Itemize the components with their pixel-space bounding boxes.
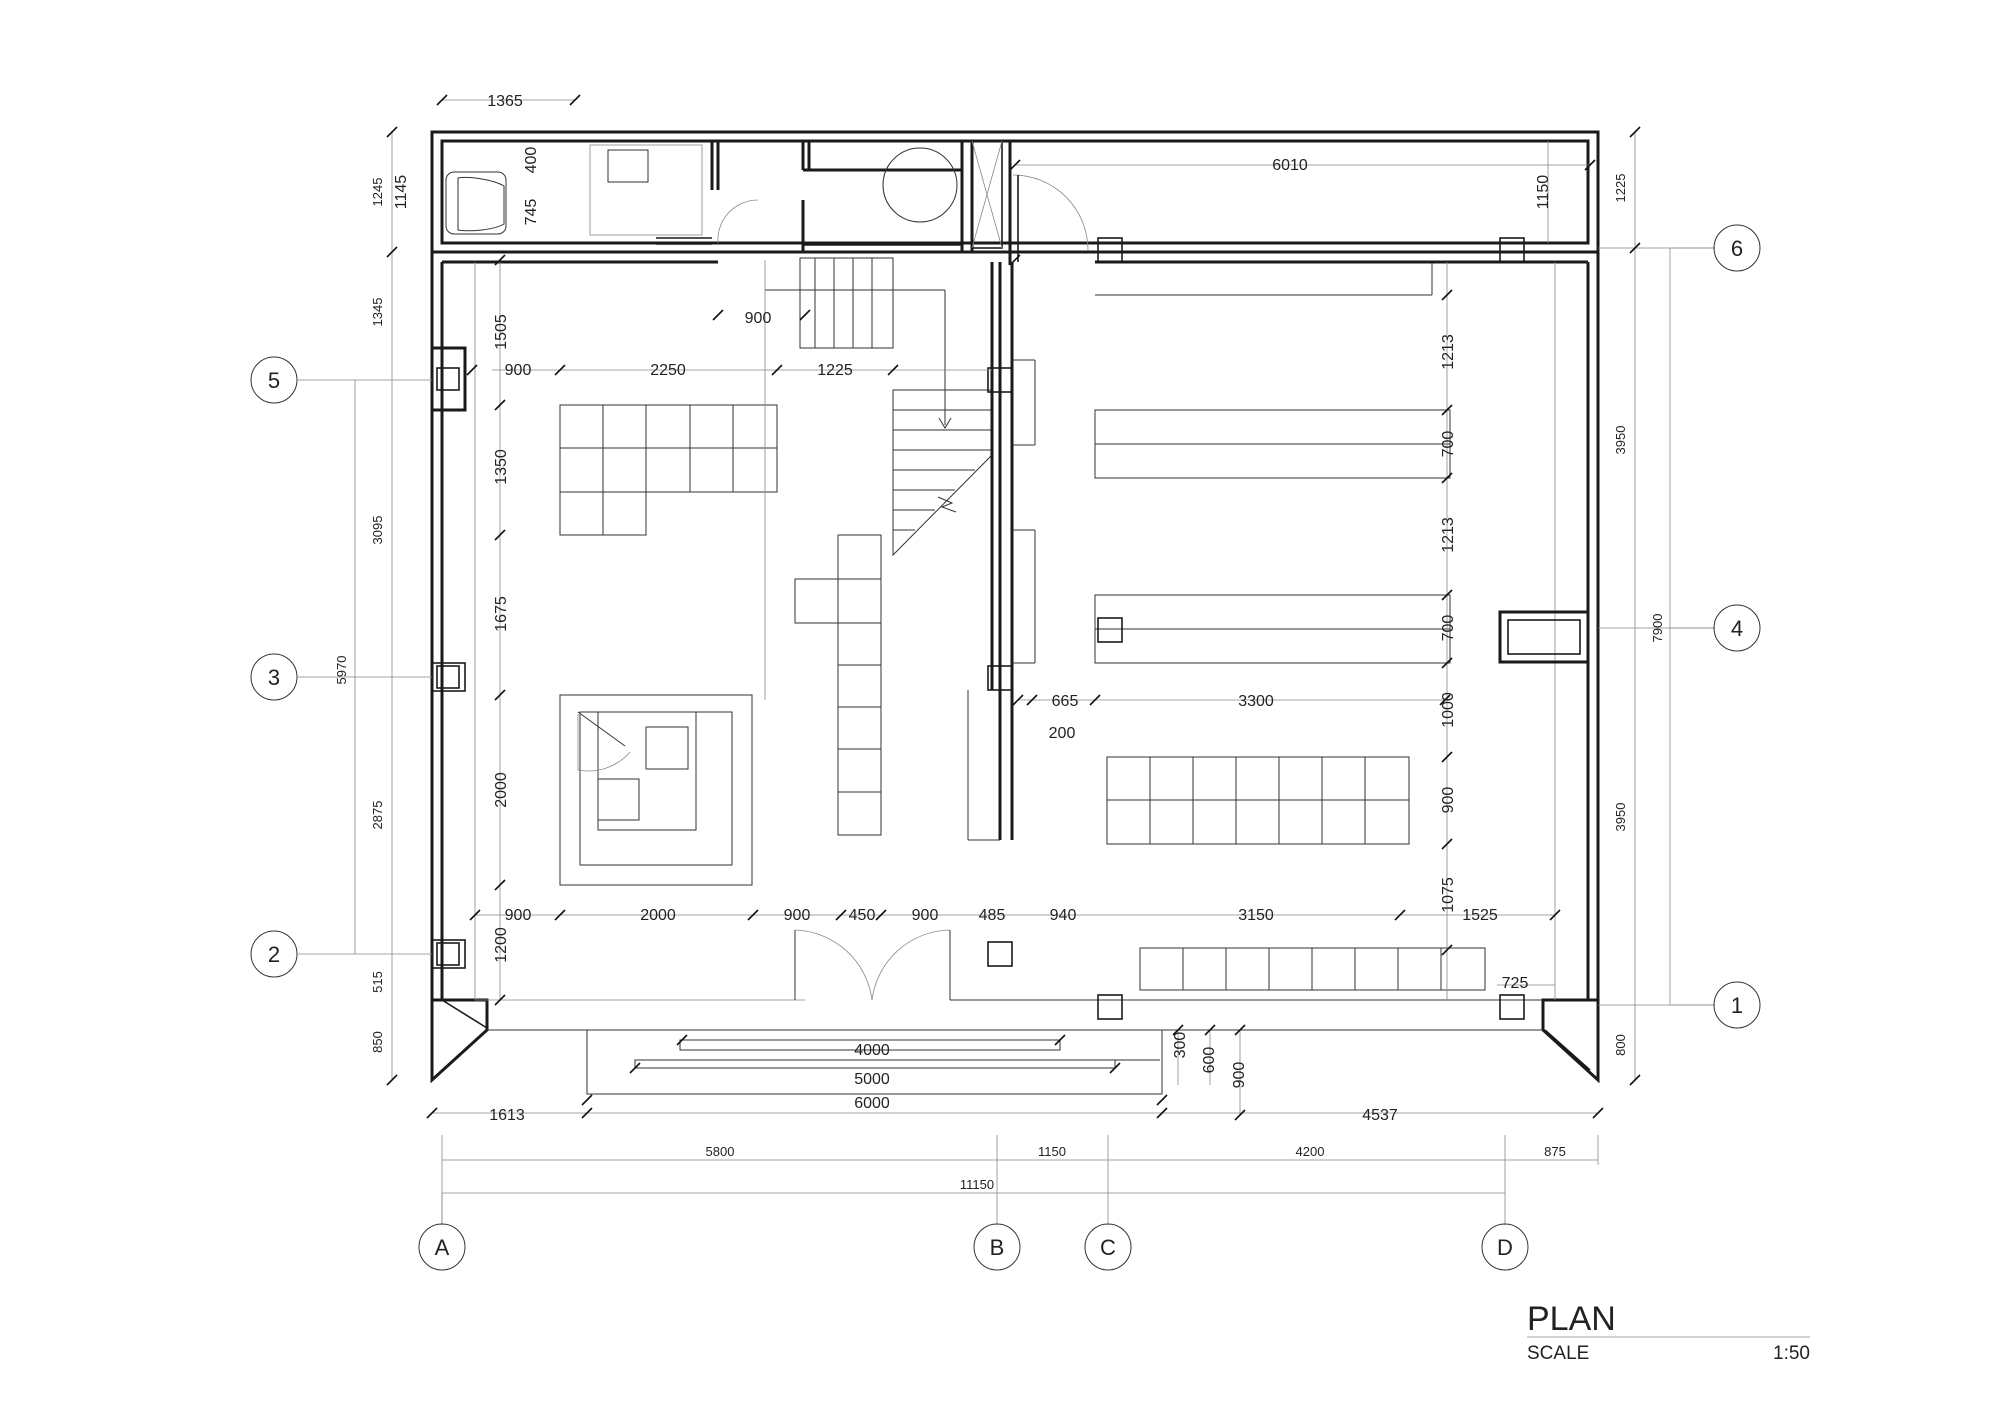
grid-label-6: 6 <box>1731 236 1743 261</box>
dim-label: 2000 <box>640 907 676 924</box>
entrance <box>487 929 1543 1095</box>
dim-label: 700 <box>1440 615 1457 642</box>
dimension-lines <box>354 99 1715 1225</box>
dim-label: 1213 <box>1440 517 1457 553</box>
dim-label: 3950 <box>1613 803 1628 832</box>
dim-label: 1075 <box>1440 877 1457 913</box>
dimension-labels: 1365 1245 1145 1345 3095 5970 2875 515 8… <box>334 93 1665 1192</box>
dim-label: 450 <box>849 907 876 924</box>
dim-label: 5000 <box>854 1071 890 1088</box>
dim-label: 1150 <box>1038 1144 1066 1159</box>
grid-label-1: 1 <box>1731 993 1743 1018</box>
dim-label: 1225 <box>817 362 853 379</box>
dim-label: 1225 <box>1613 174 1628 203</box>
dim-label: 1525 <box>1462 907 1498 924</box>
dim-label: 900 <box>912 907 939 924</box>
dim-label: 900 <box>745 310 772 327</box>
dim-label: 850 <box>370 1031 385 1053</box>
dim-label: 5970 <box>334 656 349 685</box>
grid-label-a: A <box>435 1235 450 1260</box>
dim-label: 1145 <box>393 175 410 210</box>
left-display-units <box>474 262 1036 1001</box>
dim-label: 900 <box>505 907 532 924</box>
dimension-ticks <box>386 94 1641 1121</box>
dim-label: 4000 <box>854 1042 890 1059</box>
dim-label: 725 <box>1502 975 1529 992</box>
dim-label: 1213 <box>1440 334 1457 370</box>
dim-label: 665 <box>1052 693 1079 710</box>
dim-label: 5800 <box>706 1144 735 1159</box>
dim-label: 900 <box>784 907 811 924</box>
dim-label: 1245 <box>370 178 385 207</box>
grid-label-b: B <box>990 1235 1005 1260</box>
grid-label-5: 5 <box>268 368 280 393</box>
dim-label: 485 <box>979 907 1006 924</box>
dim-label: 2875 <box>370 801 385 830</box>
dim-label: 1350 <box>493 449 510 485</box>
dim-label: 700 <box>1440 431 1457 458</box>
title-block: PLAN SCALE 1:50 <box>1527 1300 1810 1364</box>
dim-label: 200 <box>1049 725 1076 742</box>
plan-title: PLAN <box>1527 1300 1616 1338</box>
dim-label: 2000 <box>493 772 510 808</box>
dim-label: 900 <box>1231 1062 1248 1089</box>
staircase <box>765 257 1014 840</box>
dim-label: 1200 <box>493 927 510 963</box>
right-display-units <box>1094 262 1590 1000</box>
outer-walls <box>430 130 1600 1084</box>
dim-label: 4200 <box>1296 1144 1325 1159</box>
dim-label: 1505 <box>493 314 510 350</box>
dim-label: 3950 <box>1613 426 1628 455</box>
dim-label: 400 <box>523 147 540 174</box>
dim-label: 3150 <box>1238 907 1274 924</box>
dim-label: 800 <box>1613 1034 1628 1056</box>
grid-label-d: D <box>1497 1235 1513 1260</box>
dim-label: 1613 <box>489 1107 525 1124</box>
dim-label: 4537 <box>1362 1107 1398 1124</box>
grid-label-c: C <box>1100 1235 1116 1260</box>
dim-label: 940 <box>1050 907 1077 924</box>
dim-label: 3300 <box>1238 693 1274 710</box>
wc-rooms <box>445 140 1089 265</box>
grid-label-3: 3 <box>268 665 280 690</box>
dim-label: 600 <box>1201 1047 1218 1074</box>
dim-label: 1000 <box>1440 692 1457 728</box>
dim-label: 3095 <box>370 516 385 545</box>
dim-label: 6000 <box>854 1095 890 1112</box>
dim-label: 1345 <box>370 298 385 327</box>
dim-label: 300 <box>1172 1032 1189 1059</box>
grid-bubbles: A B C D 1 2 3 4 5 6 <box>250 224 1761 1271</box>
dim-label: 1365 <box>487 93 523 110</box>
dim-label: 6010 <box>1272 157 1308 174</box>
dim-label: 745 <box>523 199 540 226</box>
dim-label: 875 <box>1544 1144 1566 1159</box>
dim-label: 515 <box>370 971 385 993</box>
grid-label-4: 4 <box>1731 616 1743 641</box>
dim-label: 1675 <box>493 596 510 632</box>
dim-label: 7900 <box>1650 614 1665 643</box>
scale-value: 1:50 <box>1773 1343 1810 1364</box>
scale-label: SCALE <box>1527 1343 1589 1364</box>
dim-label: 11150 <box>960 1177 994 1192</box>
dim-label: 1150 <box>1535 175 1552 210</box>
dim-label: 2250 <box>650 362 686 379</box>
dim-label: 900 <box>505 362 532 379</box>
dim-label: 900 <box>1440 787 1457 814</box>
grid-label-2: 2 <box>268 942 280 967</box>
